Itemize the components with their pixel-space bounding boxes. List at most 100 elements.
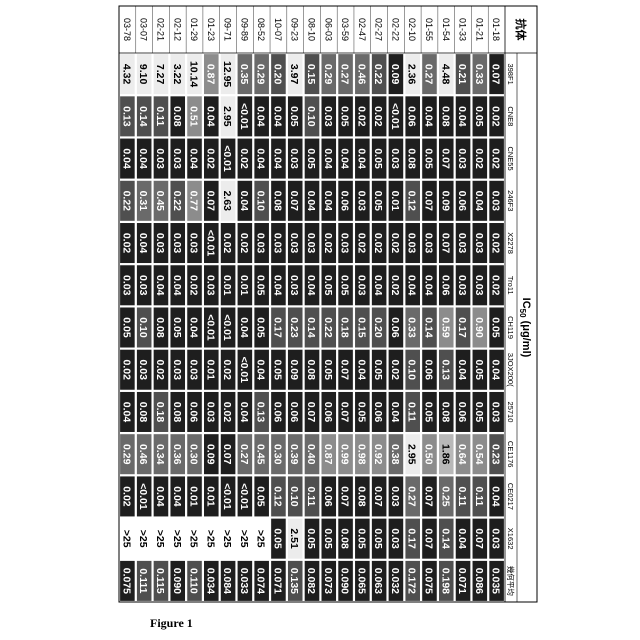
heatmap-cell-value: 0.13: [120, 106, 132, 127]
row-label: 03-59: [340, 18, 350, 41]
heatmap-cell-value: 0.01: [238, 275, 250, 296]
heatmap-cell-value: 0.09: [439, 191, 451, 212]
heatmap-cell-value: 0.04: [238, 317, 250, 338]
heatmap-cell-value: 0.22: [372, 64, 384, 85]
heatmap-cell-value: 0.22: [322, 317, 334, 338]
heatmap-cell-value: 0.11: [473, 486, 485, 506]
heatmap-cell-value: <0.01: [137, 483, 149, 510]
heatmap-cell-value: 0.035: [490, 568, 502, 594]
column-header: 398F1: [506, 63, 515, 84]
heatmap-cell-value: 0.07: [204, 191, 216, 212]
heatmap-cell-value: 0.07: [339, 402, 351, 423]
heatmap-cell-value: 0.172: [406, 568, 418, 594]
heatmap-cell-value: 0.135: [288, 568, 300, 594]
heatmap-cell-value: 0.04: [238, 402, 250, 423]
row-label: 02-22: [390, 18, 400, 41]
heatmap-cell-value: 0.07: [305, 402, 317, 423]
heatmap-cell-value: 0.02: [389, 275, 401, 296]
heatmap-cell-value: 0.20: [271, 64, 283, 85]
heatmap-cell-value: 0.02: [372, 233, 384, 254]
heatmap-cell-value: 0.27: [339, 64, 351, 85]
heatmap-cell-value: 0.07: [372, 486, 384, 507]
heatmap-cell-value: 0.04: [238, 191, 250, 212]
heatmap-cell-value: 0.03: [422, 233, 434, 254]
heatmap-cell-value: 0.02: [355, 106, 367, 127]
heatmap-cell-value: 0.05: [355, 402, 367, 423]
heatmap-cell-value: 0.05: [322, 528, 334, 549]
heatmap-cell-value: 0.03: [120, 275, 132, 296]
heatmap-cell-value: 0.08: [171, 106, 183, 127]
heatmap-cell-value: 9.10: [137, 64, 149, 85]
heatmap-cell-value: 0.05: [473, 360, 485, 381]
heatmap-cell-value: <0.01: [221, 145, 233, 172]
heatmap-cell-value: 0.07: [439, 148, 451, 169]
heatmap-cell-value: 2.63: [221, 191, 233, 212]
heatmap-cell-value: 0.05: [422, 402, 434, 423]
heatmap-cell-value: 0.04: [322, 148, 334, 169]
heatmap-cell-value: 0.02: [389, 360, 401, 381]
heatmap-cell-value: 0.46: [355, 64, 367, 85]
row-label: 03-07: [139, 18, 149, 41]
heatmap-cell-value: 0.03: [204, 275, 216, 296]
heatmap-cell-value: 0.05: [339, 106, 351, 127]
heatmap-cell-value: 0.04: [171, 486, 183, 507]
heatmap-cell-value: 0.01: [389, 191, 401, 212]
heatmap-cell-value: 0.33: [406, 317, 418, 338]
heatmap-cell-value: 0.01: [221, 275, 233, 296]
heatmap-cell-value: 0.29: [255, 64, 267, 85]
row-label: 08-52: [256, 18, 266, 41]
heatmap-cell-value: 0.04: [389, 402, 401, 423]
heatmap-cell-value: 0.10: [305, 106, 317, 127]
heatmap-cell-value: >25: [204, 530, 216, 548]
heatmap-cell-value: 0.04: [422, 275, 434, 296]
heatmap-cell-value: 0.07: [422, 486, 434, 507]
heatmap-cell-value: 0.07: [221, 444, 233, 465]
row-label: 02-10: [407, 18, 417, 41]
heatmap-cell-value: 0.14: [305, 317, 317, 338]
heatmap-cell-value: 0.07: [422, 191, 434, 212]
row-label: 01-54: [441, 18, 451, 41]
heatmap-cell-value: 0.05: [288, 106, 300, 127]
heatmap-cell-value: 0.090: [171, 568, 183, 594]
heatmap-cell-value: 0.09: [389, 64, 401, 85]
heatmap-cell-value: 0.04: [322, 191, 334, 212]
heatmap-cell-value: 0.05: [372, 528, 384, 549]
heatmap-cell-value: 0.03: [490, 528, 502, 549]
heatmap-cell-value: 0.04: [490, 486, 502, 507]
heatmap-cell-value: 0.08: [137, 402, 149, 423]
heatmap-cell-value: <0.01: [221, 314, 233, 341]
heatmap-cell-value: 0.03: [305, 233, 317, 254]
heatmap-cell-value: 0.05: [255, 317, 267, 338]
heatmap-cell-value: 0.22: [171, 191, 183, 212]
heatmap-cell-value: 0.08: [439, 106, 451, 127]
heatmap-cell-value: 0.10: [255, 191, 267, 212]
heatmap-cell-value: 0.77: [188, 191, 200, 212]
heatmap-cell-value: 0.34: [154, 444, 166, 465]
heatmap-cell-value: 0.02: [221, 360, 233, 381]
heatmap-cell-value: 0.06: [422, 360, 434, 381]
heatmap-cell-value: 0.04: [355, 360, 367, 381]
heatmap-cell-value: 0.063: [372, 568, 384, 594]
heatmap-cell-value: 0.36: [171, 444, 183, 465]
heatmap-cell-value: 0.11: [456, 486, 468, 506]
heatmap-cell-value: 0.40: [305, 444, 317, 465]
column-header: CH119: [506, 316, 515, 339]
heatmap-cell-value: 0.38: [389, 444, 401, 465]
heatmap-cell-value: 7.27: [154, 64, 166, 85]
heatmap-cell-value: 0.04: [255, 148, 267, 169]
heatmap-cell-value: 0.03: [473, 275, 485, 296]
heatmap-cell-value: 0.04: [154, 275, 166, 296]
column-header: CE1176: [506, 441, 515, 468]
heatmap-cell-value: 0.03: [355, 191, 367, 212]
heatmap-cell-value: 0.03: [255, 233, 267, 254]
heatmap-cell-value: >25: [137, 530, 149, 548]
column-header: CE0217: [506, 483, 515, 510]
heatmap-cell-value: 0.090: [339, 568, 351, 594]
heatmap-cell-value: 0.02: [355, 233, 367, 254]
heatmap-cell-value: 0.05: [372, 191, 384, 212]
heatmap-cell-value: 0.05: [422, 148, 434, 169]
heatmap-cell-value: 0.30: [188, 444, 200, 465]
heatmap-cell-value: <0.01: [238, 356, 250, 383]
heatmap-cell-value: 0.02: [154, 360, 166, 381]
heatmap-cell-value: 0.04: [120, 402, 132, 423]
